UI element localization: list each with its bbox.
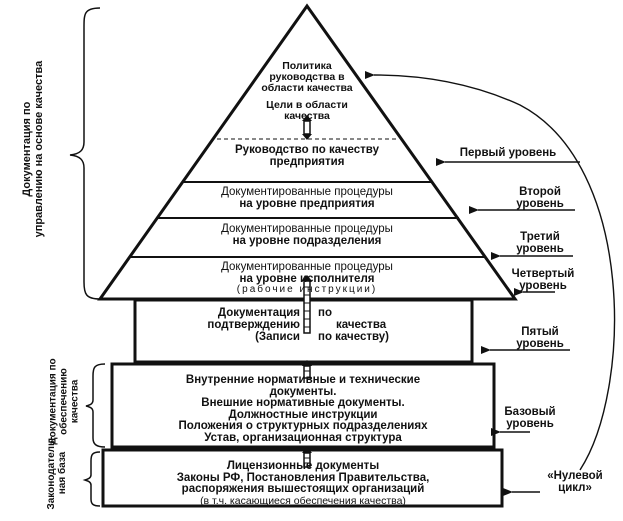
flow-arrow-4 — [302, 447, 312, 468]
legal-line: ная база — [57, 451, 68, 495]
goals-line: Цели в области — [266, 99, 348, 111]
records-right-line: по качеству) — [318, 331, 389, 344]
enterprise-line: на уровне предприятия — [239, 198, 375, 211]
base-level-line: Базовый — [504, 406, 556, 418]
normative-text: Внутренние нормативные и технические док… — [118, 374, 488, 444]
base-level-line: уровень — [506, 418, 554, 431]
normative-line: Внешние нормативные документы. — [201, 397, 405, 409]
fifth-level-line: уровень — [516, 338, 564, 351]
brace-management — [69, 7, 101, 300]
records-text-right: по качества по качеству) — [318, 307, 428, 343]
manual-line: Руководство по качеству — [235, 144, 379, 156]
side-label-management: Документация по управлению на основе кач… — [21, 44, 45, 254]
legislative-box — [101, 448, 504, 508]
fourth-level-line: уровень — [519, 280, 567, 293]
flow-arrow-2 — [302, 275, 312, 334]
executor-line: Документированные процедуры — [221, 261, 393, 273]
manual-line: предприятия — [269, 156, 345, 169]
first-level-label: Первый уровень — [459, 147, 557, 159]
normative-line: Внутренние нормативные и технические — [185, 374, 421, 386]
feedback-curve — [364, 70, 616, 471]
normative-box — [110, 362, 496, 449]
support-line: качества — [69, 379, 81, 424]
second-level-label: Второй уровень — [505, 186, 575, 210]
goals-line: качества — [284, 110, 330, 123]
executor-line: на уровне исполнителя — [239, 273, 375, 286]
zero-cycle-line: цикл» — [558, 482, 592, 495]
fourth-level-line: Четвертый — [511, 268, 575, 280]
policy-line: руководства в — [269, 71, 345, 84]
second-level-line: Второй — [519, 186, 561, 198]
legal-line: Законодатель- — [46, 436, 57, 510]
records-left-line: (Записи — [255, 331, 300, 344]
zero-cycle-line: «Нулевой — [547, 470, 603, 482]
management-line: Документация по — [20, 101, 33, 197]
third-level-label: Третий уровень — [505, 231, 575, 255]
policy-line: области качества — [261, 82, 353, 95]
division-procedures-text: Документированные процедуры на уровне по… — [162, 223, 452, 247]
brace-support — [85, 363, 106, 448]
fourth-level-label: Четвертый уровень — [502, 268, 584, 292]
legislative-line: распоряжения вышестоящих организаций — [181, 483, 425, 495]
zero-cycle-label: «Нулевой цикл» — [540, 470, 610, 494]
fifth-level-label: Пятый уровень — [505, 326, 575, 350]
records-right-line: качества — [336, 319, 387, 332]
third-level-line: Третий — [520, 231, 560, 243]
enterprise-line: Документированные процедуры — [221, 186, 393, 198]
enterprise-procedures-text: Документированные процедуры на уровне пр… — [177, 186, 437, 210]
side-label-legal: Законодатель- ная база — [46, 428, 68, 518]
flow-arrow-3 — [302, 360, 312, 379]
normative-line: Должностные инструкции — [228, 408, 378, 421]
legislative-text: Лицензионные документы Законы РФ, Постан… — [108, 460, 498, 507]
legislative-line: (в т.ч. касающиеся обеспечения качества) — [200, 494, 406, 507]
policy-text: Политика руководства в области качества — [257, 60, 357, 95]
brace-legal — [82, 451, 101, 507]
management-line: управлению на основе качества — [33, 60, 45, 238]
division-line: Документированные процедуры — [221, 223, 393, 235]
division-line: на уровне подразделения — [232, 235, 382, 248]
records-right-line: по — [318, 307, 332, 319]
records-text-left: Документация подтверждению (Записи — [178, 307, 300, 343]
normative-line: Положения о структурных подразделениях — [178, 420, 428, 432]
second-level-line: уровень — [516, 198, 564, 211]
records-left-line: подтверждению — [207, 319, 300, 332]
records-left-line: Документация — [217, 307, 300, 319]
third-level-line: уровень — [516, 243, 564, 256]
base-level-label: Базовый уровень — [495, 406, 565, 430]
flow-arrow-1 — [302, 115, 312, 140]
goals-text: Цели в области качества — [257, 99, 357, 123]
work-instructions-line: (рабочие инструкции) — [236, 284, 378, 296]
executor-procedures-text: Документированные процедуры на уровне ис… — [152, 261, 462, 296]
normative-line: Устав, организационная структура — [204, 431, 402, 444]
legislative-line: Лицензионные документы — [226, 460, 380, 472]
fifth-level-line: Пятый — [521, 326, 559, 338]
legislative-line: Законы РФ, Постановления Правительства, — [176, 471, 430, 484]
policy-line: Политика — [282, 60, 332, 72]
quality-manual-text: Руководство по качеству предприятия — [197, 144, 417, 168]
normative-line: документы. — [269, 385, 337, 398]
